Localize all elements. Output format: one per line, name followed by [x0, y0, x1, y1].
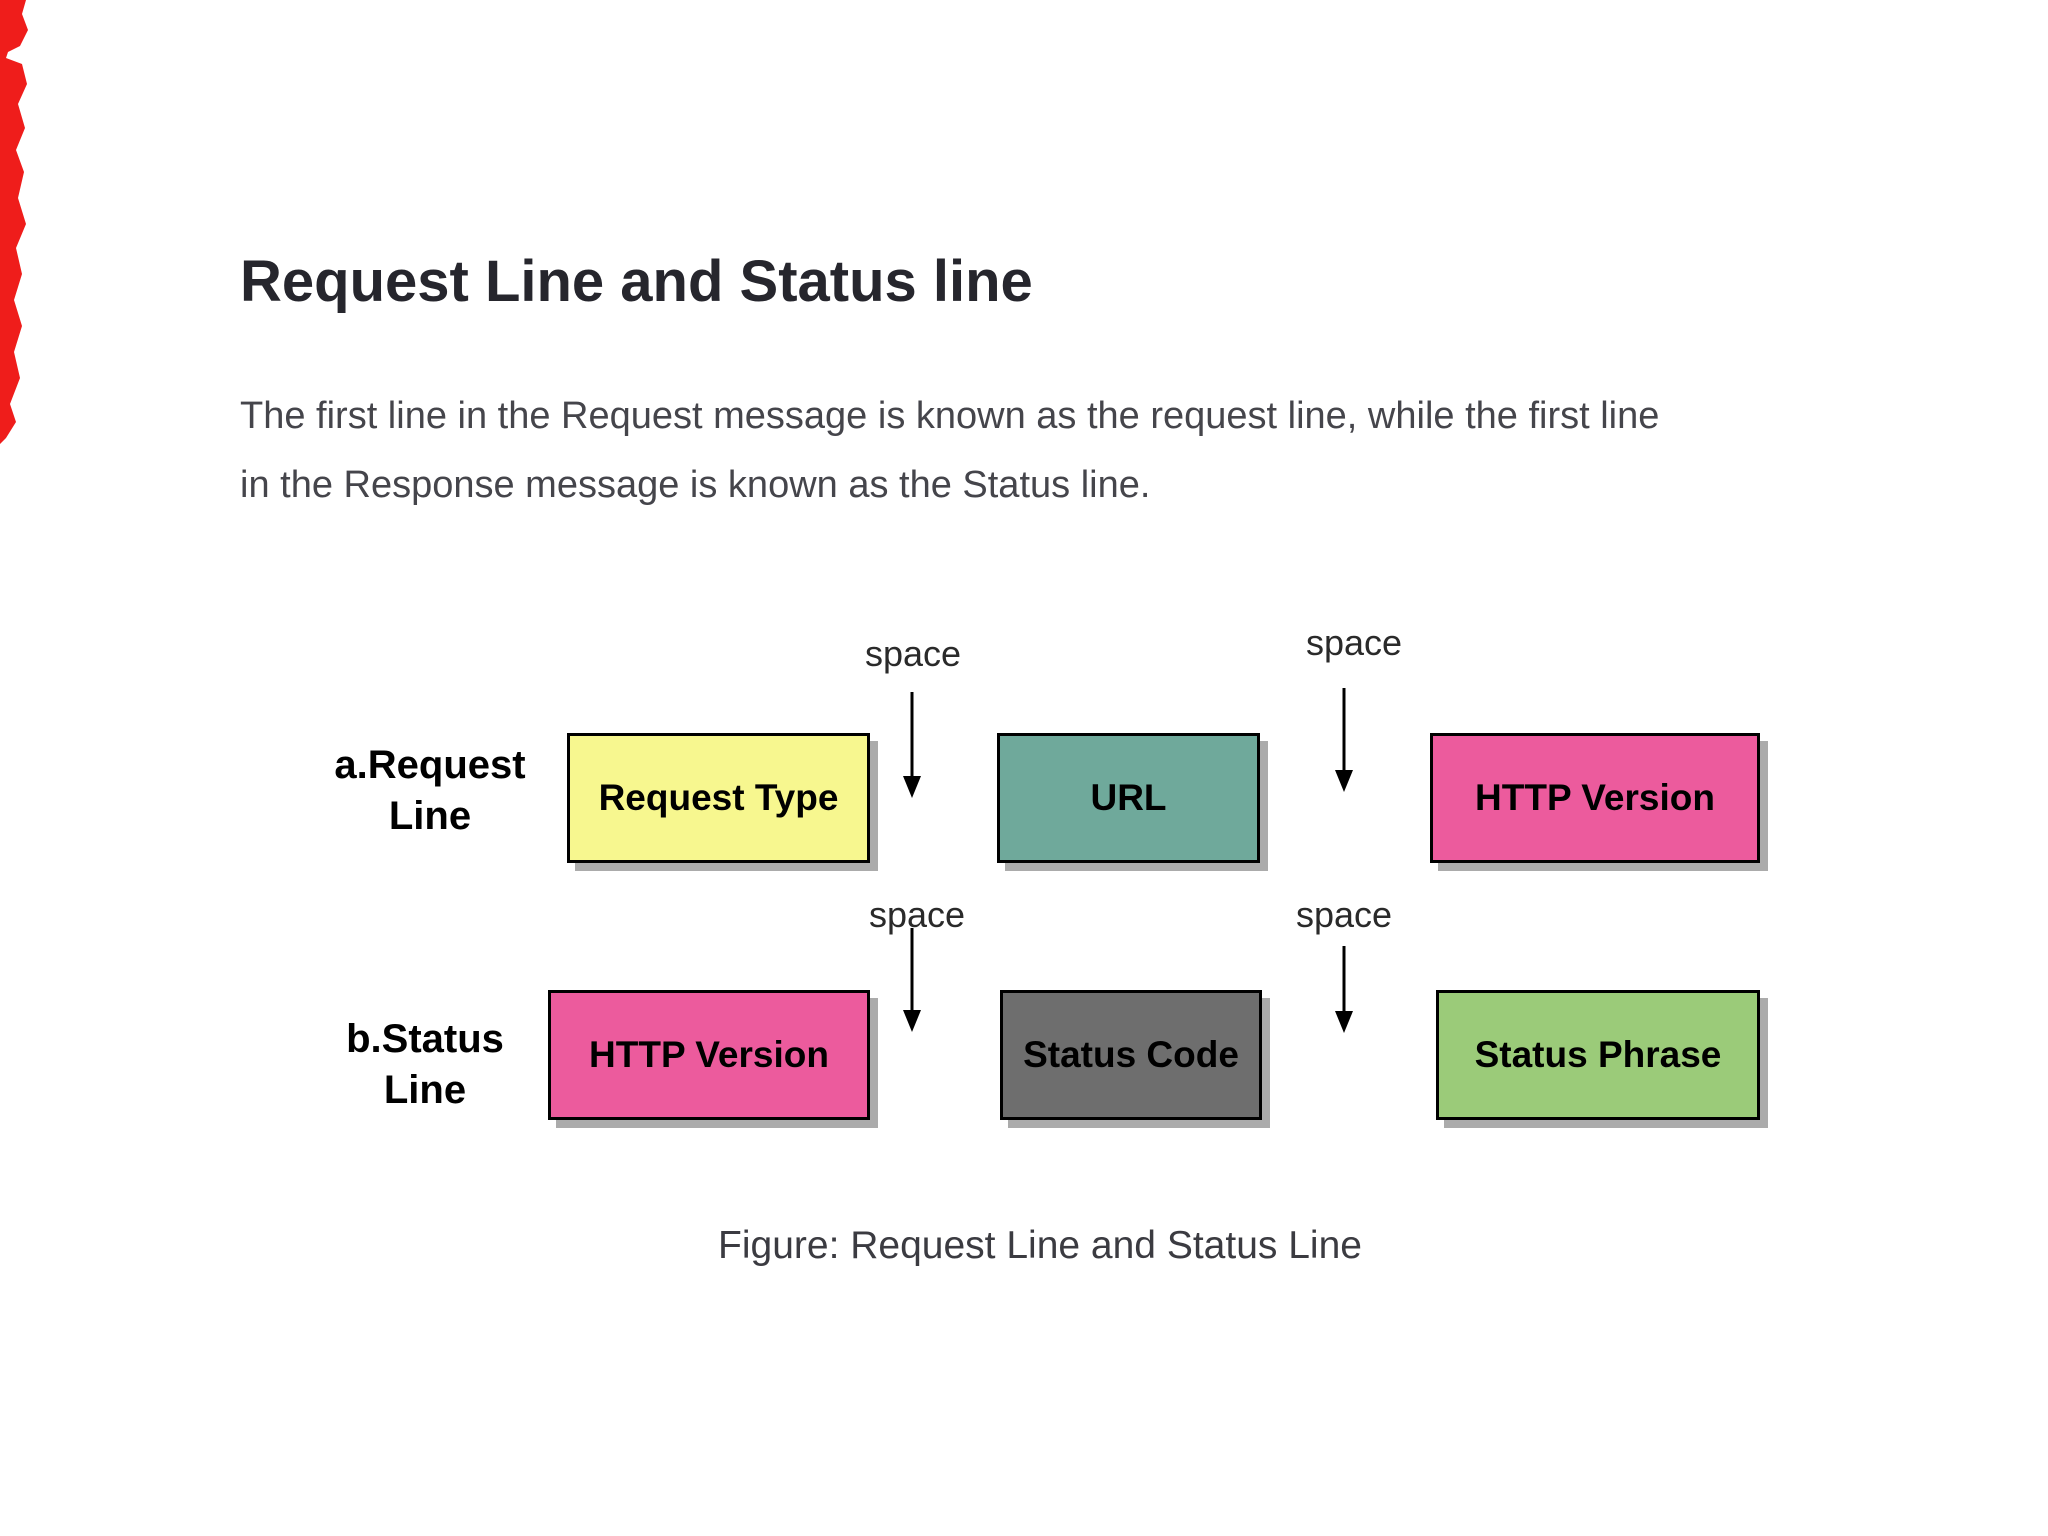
arrow-head-icon: [1335, 1011, 1353, 1033]
down-arrow-row-a-2: [1335, 688, 1353, 792]
box-http-version-status: HTTP Version: [548, 990, 870, 1120]
row-a-label-line-2: Line: [388, 794, 472, 838]
intro-paragraph: The first line in the Request message is…: [240, 382, 1659, 520]
box-status-phrase: Status Phrase: [1436, 990, 1760, 1120]
row-a-label-line-1: a.Request: [334, 743, 526, 787]
down-arrow-row-a-1: [903, 692, 921, 798]
space-label-row-a-2: space: [1305, 622, 1403, 663]
space-label-row-b-1: space: [868, 894, 966, 935]
red-edge-marks-shape: [0, 0, 28, 444]
arrow-shaft: [1342, 688, 1346, 772]
figure-caption: Figure: Request Line and Status Line: [718, 1224, 1362, 1267]
down-arrow-row-b-2: [1335, 946, 1353, 1033]
box-url: URL: [997, 733, 1260, 863]
space-label-row-b-2: space: [1295, 894, 1393, 935]
arrow-shaft: [1342, 946, 1346, 1013]
arrow-shaft: [910, 928, 914, 1012]
row-b-label-line-2: Line: [383, 1068, 467, 1112]
intro-paragraph-line-1: The first line in the Request message is…: [240, 395, 1660, 437]
arrow-head-icon: [903, 776, 921, 798]
box-http-version-request: HTTP Version: [1430, 733, 1760, 863]
arrow-shaft: [910, 692, 914, 778]
row-b-label: b.Status Line: [285, 1014, 565, 1116]
down-arrow-row-b-1: [903, 928, 921, 1032]
arrow-head-icon: [903, 1010, 921, 1032]
space-label-row-a-1: space: [864, 633, 962, 674]
box-status-code: Status Code: [1000, 990, 1262, 1120]
row-a-label: a.Request Line: [290, 740, 570, 842]
arrow-head-icon: [1335, 770, 1353, 792]
page-title: Request Line and Status line: [240, 249, 1033, 314]
red-edge-marks: [0, 0, 28, 444]
intro-paragraph-line-2: in the Response message is known as the …: [240, 464, 1151, 506]
row-b-label-line-1: b.Status: [346, 1017, 504, 1061]
box-request-type: Request Type: [567, 733, 870, 863]
